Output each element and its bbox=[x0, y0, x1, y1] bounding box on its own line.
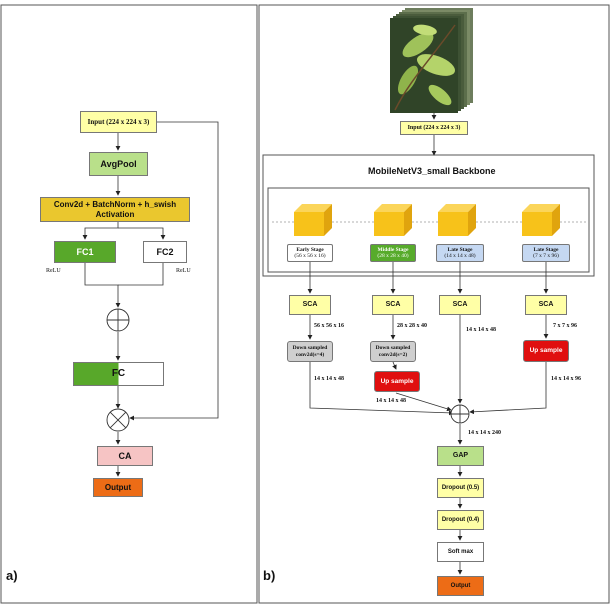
a-relu-right: ReLU bbox=[176, 268, 191, 274]
down-s2-line2: conv2d(s=2) bbox=[378, 351, 408, 358]
up-sample-mid-label: Up sample bbox=[380, 377, 414, 385]
dropout-05-box: Dropout (0.5) bbox=[437, 478, 484, 498]
b-input-label: Input (224 x 224 x 3) bbox=[407, 124, 461, 131]
stage-late2-box: Late Stage (7 x 7 x 96) bbox=[522, 244, 570, 262]
panel-a-frame bbox=[0, 4, 258, 604]
a-avgpool-label: AvgPool bbox=[100, 158, 137, 169]
backbone-inner-frame bbox=[267, 187, 590, 273]
feature-cubes bbox=[294, 204, 560, 236]
a-input-box: Input (224 x 224 x 3) bbox=[80, 111, 157, 133]
down-sampled-s2-box: Down sampled conv2d(s=2) bbox=[370, 341, 416, 362]
b-input-box: Input (224 x 224 x 3) bbox=[400, 121, 468, 135]
stage-early-line1: Early Stage bbox=[296, 246, 324, 253]
a-input-label: Input (224 x 224 x 3) bbox=[87, 117, 150, 126]
dropout-04-label: Dropout (0.4) bbox=[441, 516, 480, 523]
a-fc1-box: FC1 bbox=[54, 241, 116, 263]
stage-middle-line2: (28 x 28 x 40) bbox=[377, 253, 409, 259]
a-output-label: Output bbox=[104, 482, 132, 492]
a-avgpool-box: AvgPool bbox=[89, 152, 148, 176]
dim-after-sca-4: 7 x 7 x 96 bbox=[553, 323, 577, 329]
softmax-box: Soft max bbox=[437, 542, 484, 562]
stage-middle-line1: Middle Stage bbox=[377, 246, 409, 253]
feature-cube-icon bbox=[438, 204, 476, 236]
a-output-box: Output bbox=[93, 478, 143, 497]
stage-middle-box: Middle Stage (28 x 28 x 40) bbox=[370, 244, 416, 262]
up-sample-right-label: Up sample bbox=[529, 347, 563, 355]
sca-label-4: SCA bbox=[538, 300, 554, 308]
a-ca-label: CA bbox=[118, 450, 132, 461]
panel-a-connectors bbox=[82, 121, 219, 477]
stage-late2-line2: (7 x 7 x 96) bbox=[533, 253, 559, 259]
dim-branch-2: 14 x 14 x 48 bbox=[376, 398, 406, 404]
sca-label-1: SCA bbox=[302, 300, 318, 308]
gap-label: GAP bbox=[452, 451, 469, 459]
a-relu-left: ReLU bbox=[46, 268, 61, 274]
a-fc-box: FC bbox=[73, 362, 164, 386]
stage-early-line2: (56 x 56 x 16) bbox=[294, 253, 326, 259]
up-sample-mid-box: Up sample bbox=[374, 371, 420, 392]
sca-box-2: SCA bbox=[372, 295, 414, 315]
panel-a-label: a) bbox=[6, 568, 18, 583]
softmax-label: Soft max bbox=[447, 548, 474, 555]
sca-label-2: SCA bbox=[385, 300, 401, 308]
down-sampled-s4-box: Down sampled conv2d(s=4) bbox=[287, 341, 333, 362]
stage-late1-box: Late Stage (14 x 14 x 48) bbox=[436, 244, 484, 262]
concat-dim: 14 x 14 x 240 bbox=[468, 430, 501, 436]
add-operator-icon bbox=[106, 308, 130, 332]
multiply-operator-icon bbox=[106, 408, 130, 432]
dim-branch-3: 14 x 14 x 96 bbox=[551, 376, 581, 382]
sca-box-1: SCA bbox=[289, 295, 331, 315]
stage-late1-line1: Late Stage bbox=[447, 246, 473, 253]
b-output-box: Output bbox=[437, 576, 484, 596]
dim-after-sca-2: 28 x 28 x 40 bbox=[397, 323, 427, 329]
a-fc2-label: FC2 bbox=[156, 246, 174, 257]
a-fc2-box: FC2 bbox=[143, 241, 187, 263]
a-conv-box: Conv2d + BatchNorm + h_swish Activation bbox=[40, 197, 190, 222]
panel-b-connectors bbox=[307, 113, 549, 575]
dim-after-sca-3: 14 x 14 x 48 bbox=[466, 327, 496, 333]
feature-cube-icon bbox=[522, 204, 560, 236]
down-s2-line1: Down sampled bbox=[375, 345, 411, 352]
feature-cube-icon bbox=[294, 204, 332, 236]
down-s4-line2: conv2d(s=4) bbox=[295, 351, 325, 358]
b-output-label: Output bbox=[450, 582, 471, 589]
up-sample-right-box: Up sample bbox=[523, 340, 569, 362]
sca-box-4: SCA bbox=[525, 295, 567, 315]
a-ca-box: CA bbox=[97, 446, 153, 466]
gap-box: GAP bbox=[437, 446, 484, 466]
stage-late2-line1: Late Stage bbox=[533, 246, 559, 253]
stage-early-box: Early Stage (56 x 56 x 16) bbox=[287, 244, 333, 262]
a-conv-line2: Activation bbox=[95, 209, 135, 219]
backbone-title: MobileNetV3_small Backbone bbox=[368, 166, 496, 176]
sca-box-3: SCA bbox=[439, 295, 481, 315]
feature-cube-icon bbox=[374, 204, 412, 236]
panel-b-label: b) bbox=[263, 568, 276, 583]
dim-after-sca-1: 56 x 56 x 16 bbox=[314, 323, 344, 329]
a-fc1-label: FC1 bbox=[76, 246, 94, 257]
dim-branch-1: 14 x 14 x 48 bbox=[314, 376, 344, 382]
sca-label-3: SCA bbox=[452, 300, 468, 308]
stage-late1-line2: (14 x 14 x 48) bbox=[444, 253, 476, 259]
dropout-05-label: Dropout (0.5) bbox=[441, 484, 480, 491]
panel-b-frame bbox=[258, 4, 610, 604]
a-conv-line1: Conv2d + BatchNorm + h_swish bbox=[53, 200, 177, 210]
concat-operator-icon bbox=[450, 404, 470, 424]
a-fc-label: FC bbox=[111, 368, 126, 380]
dropout-04-box: Dropout (0.4) bbox=[437, 510, 484, 530]
down-s4-line1: Down sampled bbox=[292, 345, 328, 352]
leaf-image-stack bbox=[390, 8, 473, 113]
